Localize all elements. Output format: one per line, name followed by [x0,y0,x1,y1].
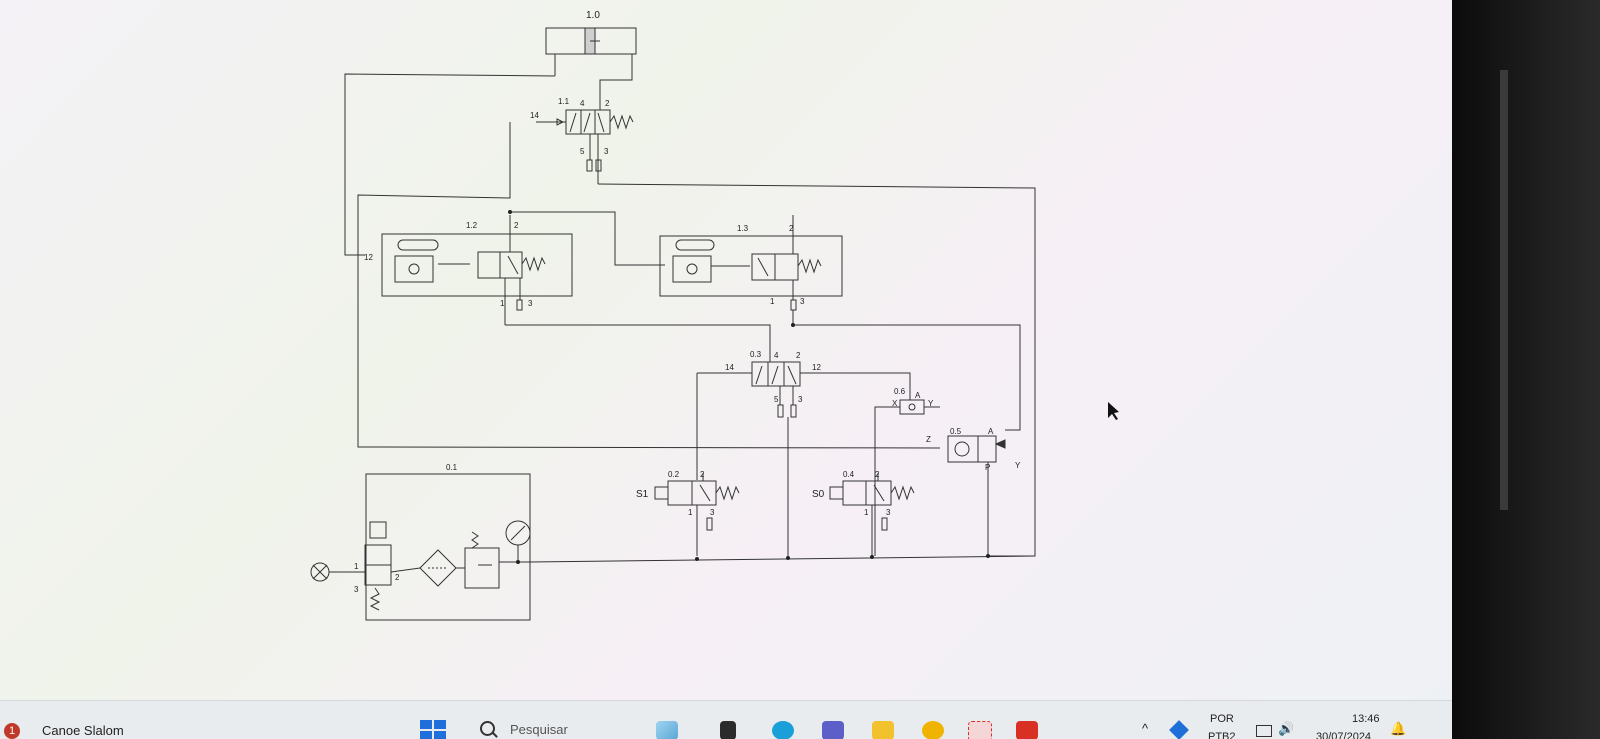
monitor-screen: 1.0 1.1 1.2 1.3 0.3 0.6 0.5 0.2 0.4 0.1 … [0,0,1452,739]
search-placeholder: Pesquisar [510,722,568,737]
valve-0-4[interactable] [842,480,892,506]
label-switch-s0: S0 [812,489,825,500]
port-a-a: A [915,391,921,400]
port-12-a: 12 [364,253,373,262]
port-2-c: 2 [789,224,794,233]
port-5-b: 5 [774,395,779,404]
port-3-e: 3 [710,508,715,517]
label-valve-0-2: 0.2 [668,470,680,479]
port-3-d: 3 [798,395,803,404]
port-12-b: 12 [812,363,821,372]
monitor-bezel [1452,0,1600,739]
port-3-b: 3 [528,299,533,308]
label-valve-0-3: 0.3 [750,350,762,359]
mouse-pointer-icon [1108,402,1119,420]
label-valve-1-2: 1.2 [466,221,478,230]
security-icon[interactable] [1169,720,1189,739]
port-3-g: 3 [354,585,359,594]
port-14-a: 14 [530,111,539,120]
search-box[interactable]: Pesquisar [480,719,630,739]
taskbar-app-name[interactable]: Canoe Slalom [42,723,124,738]
port-4-b: 4 [774,351,779,360]
explorer-icon[interactable] [872,721,894,739]
chrome-icon[interactable] [922,721,944,739]
port-2-f: 2 [875,470,880,479]
volume-icon[interactable]: 🔊 [1278,721,1295,736]
port-p: P [985,463,990,472]
clock-date[interactable]: 30/07/2024 [1316,731,1372,739]
port-1-d: 1 [864,508,869,517]
valve-0-3[interactable] [751,361,801,387]
port-1-c: 1 [688,508,693,517]
label-switch-s1: S1 [636,489,649,500]
search-icon [480,721,495,736]
port-1-b: 1 [770,297,775,306]
app-icon[interactable] [968,721,992,739]
notification-badge[interactable]: 1 [4,723,20,739]
port-y-a: Y [928,399,934,408]
clock-time[interactable]: 13:46 [1352,713,1380,725]
service-unit-0-1[interactable] [365,473,531,621]
widgets-icon[interactable] [656,721,678,739]
port-z: Z [926,435,931,444]
edge-icon[interactable] [772,721,794,739]
taskbar: 1 Canoe Slalom Pesquisar ^ POR PTB2 🔊 13… [0,700,1452,739]
label-valve-0-6: 0.6 [894,387,906,396]
label-service-unit-0-1: 0.1 [446,463,458,472]
port-x: X [892,399,898,408]
port-3-a: 3 [604,147,609,156]
acrobat-icon[interactable] [1016,721,1038,739]
valve-box-1-3[interactable] [659,235,843,297]
port-2-a: 2 [605,99,610,108]
keyboard-indicator[interactable]: PTB2 [1208,731,1236,739]
pneumatic-circuit-diagram: 1.0 1.1 1.2 1.3 0.3 0.6 0.5 0.2 0.4 0.1 … [310,10,1119,621]
port-2-e: 2 [700,470,705,479]
notification-bell-icon[interactable]: 🔔 [1390,721,1407,736]
counter-0-5[interactable] [947,435,997,463]
port-a-b: A [988,427,994,436]
port-14-b: 14 [725,363,734,372]
tray-chevron-icon[interactable]: ^ [1142,721,1149,736]
port-y-b: Y [1015,461,1021,470]
port-1-a: 1 [500,299,505,308]
label-valve-1-3: 1.3 [737,224,749,233]
or-valve-0-6[interactable] [899,399,925,415]
port-2-d: 2 [796,351,801,360]
port-2-g: 2 [395,573,400,582]
windows-start-icon[interactable] [420,720,446,739]
label-cylinder-1-0: 1.0 [586,10,600,21]
port-2-b: 2 [514,221,519,230]
file-icon[interactable] [720,721,736,739]
teams-icon[interactable] [822,721,844,739]
label-valve-1-1: 1.1 [558,97,570,106]
label-counter-0-5: 0.5 [950,427,962,436]
port-5-a: 5 [580,147,585,156]
port-1-e: 1 [354,562,359,571]
port-3-c: 3 [800,297,805,306]
language-indicator[interactable]: POR [1210,713,1234,725]
label-valve-0-4: 0.4 [843,470,855,479]
network-icon[interactable] [1256,725,1272,737]
port-3-f: 3 [886,508,891,517]
port-4-a: 4 [580,99,585,108]
valve-box-1-2[interactable] [381,233,573,297]
